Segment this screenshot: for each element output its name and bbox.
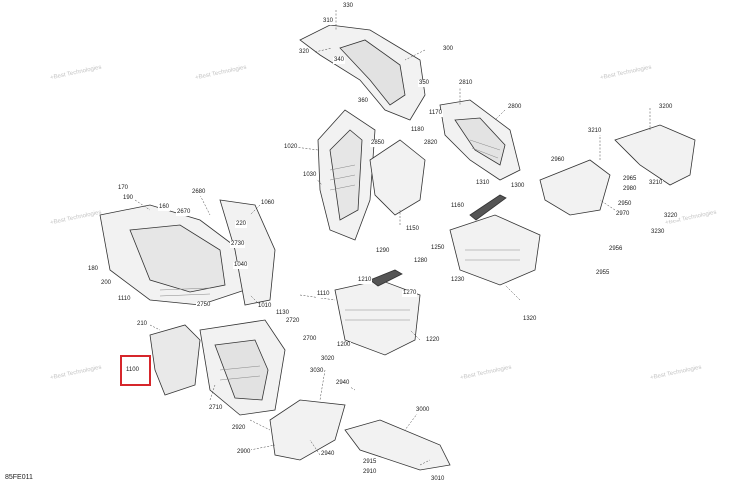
part-label: 3000: [415, 407, 431, 414]
part-label: 2965: [622, 176, 638, 183]
part-label: 1010: [257, 303, 273, 310]
part-shape-lower-step: [269, 399, 346, 461]
part-shape-left-side-panel: [219, 199, 276, 306]
part-label: 1060: [260, 200, 276, 207]
part-label: 300: [442, 46, 455, 53]
part-shape-lower-left-panel: [149, 324, 201, 396]
part-shape-lower-rear-inner: [214, 339, 269, 401]
part-label: 160: [158, 204, 171, 211]
part-label: 1110: [117, 296, 132, 303]
part-label: 2960: [550, 157, 566, 164]
part-label: 1200: [336, 342, 352, 349]
part-label: 190: [122, 195, 135, 202]
part-shape-bottom-rocker: [344, 419, 451, 471]
part-label: 3010: [430, 476, 446, 483]
part-label: 2950: [617, 201, 633, 208]
part-label: 1180: [410, 127, 425, 134]
part-label: 2800: [507, 104, 523, 111]
part-label: 2730: [230, 241, 246, 248]
part-label: 3210: [648, 180, 664, 187]
part-label: 350: [418, 80, 431, 87]
part-label: 1210: [357, 277, 373, 284]
part-label: 2920: [231, 425, 247, 432]
part-shape-left-fender-inner: [129, 224, 226, 293]
part-label: 2680: [191, 189, 207, 196]
part-label: 2955: [595, 270, 611, 277]
part-label: 310: [322, 18, 335, 25]
part-label: 2850: [370, 140, 386, 147]
part-label: 3210: [587, 128, 603, 135]
part-label: 200: [100, 280, 113, 287]
part-label: 2940: [320, 451, 336, 458]
part-label: 2700: [302, 336, 318, 343]
part-label: 180: [87, 266, 100, 273]
highlighted-part-label: 1100: [126, 367, 139, 373]
part-label: 3230: [650, 229, 666, 236]
part-label: 1160: [450, 203, 465, 210]
part-label: 1030: [302, 172, 318, 179]
part-label: 2820: [423, 140, 439, 147]
part-label: 210: [136, 321, 149, 328]
part-label: 2915: [362, 459, 378, 466]
part-label: 2710: [208, 405, 224, 412]
part-label: 2750: [196, 302, 212, 309]
part-label: 1020: [283, 144, 299, 151]
part-shape-side-panel-right: [369, 139, 426, 216]
part-shape-lower-center-top: [369, 269, 403, 287]
part-label: 2956: [608, 246, 624, 253]
part-label: 2900: [236, 449, 252, 456]
part-label: 2940: [335, 380, 351, 387]
part-label: 1220: [425, 337, 441, 344]
highlighted-part-box[interactable]: [120, 355, 151, 386]
part-label: 2970: [615, 211, 631, 218]
part-label: 1300: [510, 183, 526, 190]
part-shape-rear-console: [539, 159, 611, 216]
part-shape-step-bar: [469, 194, 507, 221]
diagram-code: 85FE011: [5, 474, 33, 481]
part-label: 320: [298, 49, 311, 56]
part-label: 1130: [275, 310, 290, 317]
part-label: 170: [117, 185, 130, 192]
part-shape-fascia-inner: [339, 39, 406, 106]
part-shape-rear-cover: [614, 124, 696, 186]
part-label: 330: [342, 3, 355, 10]
part-label: 3030: [309, 368, 325, 375]
part-label: 2810: [458, 80, 474, 87]
part-label: 2980: [622, 186, 638, 193]
part-label: 2910: [362, 469, 378, 476]
hatch-details: [159, 139, 520, 381]
part-label: 1290: [375, 248, 391, 255]
part-label: 2720: [285, 318, 301, 325]
part-shape-right-fender-inner: [454, 117, 506, 166]
part-label: 220: [235, 221, 248, 228]
leader-lines: [134, 10, 651, 466]
part-label: 1270: [402, 290, 418, 297]
part-label: 1170: [428, 110, 443, 117]
part-label: 2670: [176, 209, 192, 216]
part-label: 1310: [475, 180, 491, 187]
part-label: 1150: [405, 226, 420, 233]
part-label: 1280: [413, 258, 429, 265]
part-label: 1320: [522, 316, 538, 323]
part-label: 340: [333, 57, 346, 64]
part-label: 1230: [450, 277, 466, 284]
part-label: 360: [357, 98, 370, 105]
part-label: 1250: [430, 245, 446, 252]
part-label: 3200: [658, 104, 674, 111]
part-label: 3220: [663, 213, 679, 220]
part-label: 3020: [320, 356, 336, 363]
part-label: 1040: [233, 262, 249, 269]
part-label: 1110: [316, 291, 331, 298]
part-shape-side-panel-inner: [329, 129, 363, 221]
